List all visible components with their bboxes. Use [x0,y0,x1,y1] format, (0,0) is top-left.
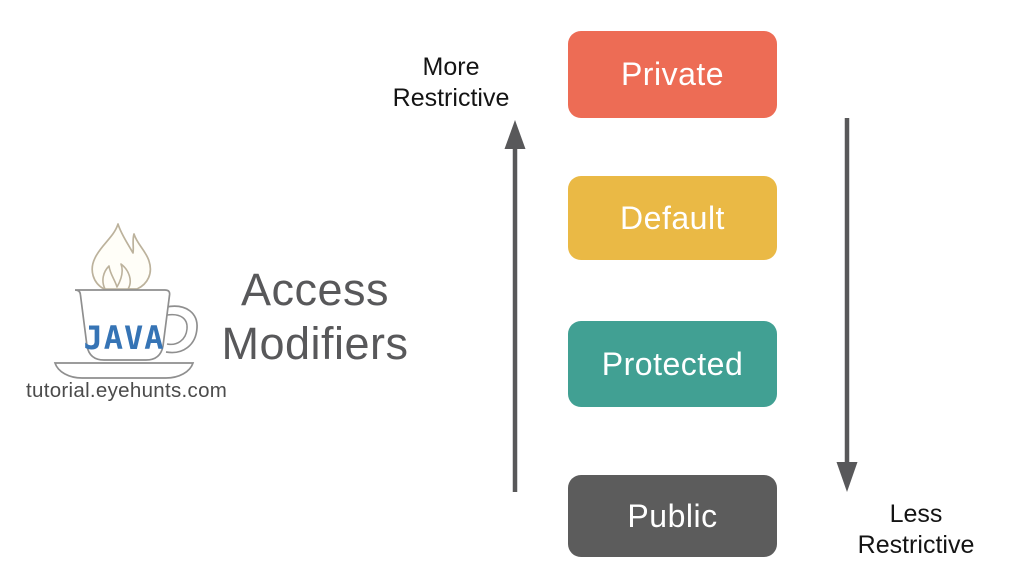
modifier-label-private: Private [620,56,725,92]
modifier-box-protected: Protected [568,321,777,407]
flame-icon [91,223,152,290]
more-restrictive-label: More Restrictive [346,52,556,114]
modifier-box-default: Default [568,176,777,260]
page-title-line2: Modifiers [221,318,409,369]
up-arrow-icon [504,120,526,492]
more-restrictive-line1: More [422,53,480,81]
java-logo: JAVA [53,223,198,379]
cup-icon [53,289,198,379]
down-arrow-icon [836,118,858,492]
page-title: Access Modifiers [160,263,470,371]
modifier-label-default: Default [620,199,725,236]
more-restrictive-line2: Restrictive [392,84,510,112]
modifier-label-protected: Protected [601,345,744,382]
less-restrictive-line1: Less [889,500,943,528]
modifier-box-public: Public [568,475,777,557]
less-restrictive-label: Less Restrictive [811,499,1021,561]
page-title-line1: Access [240,264,390,315]
less-restrictive-line2: Restrictive [857,531,975,559]
modifier-box-private: Private [568,31,777,118]
java-logo-text: JAVA [83,319,164,357]
site-caption: tutorial.eyehunts.com [26,379,228,402]
modifier-label-public: Public [627,497,718,534]
